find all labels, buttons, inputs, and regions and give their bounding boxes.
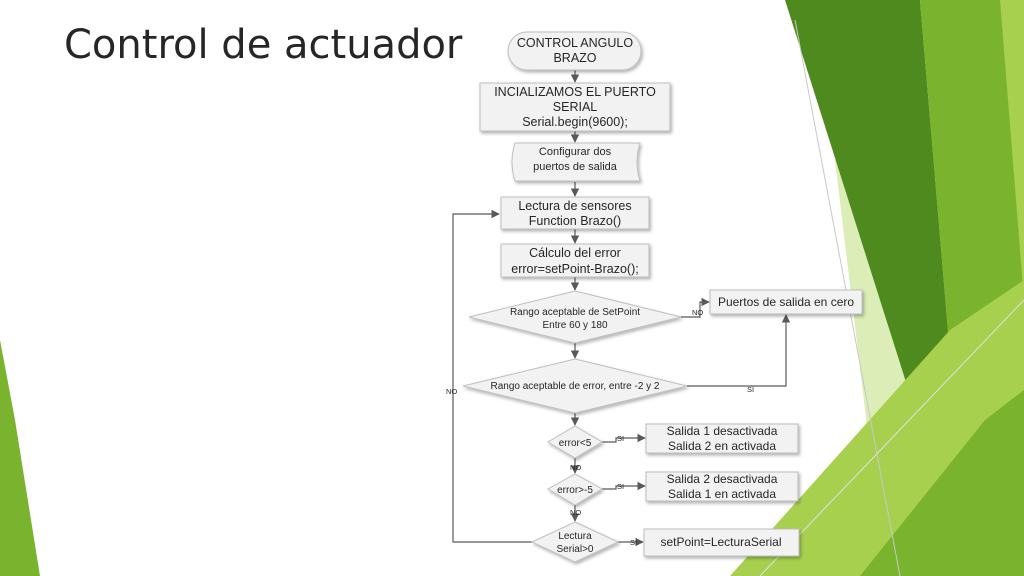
node-text-start-line-1: CONTROL ANGULO [517, 36, 634, 50]
green-shape-bottom-dark [860, 390, 1024, 576]
node-text-decision-serial-line-1: Lectura [558, 531, 592, 542]
flowchart [462, 31, 863, 563]
output-b-box [645, 471, 799, 502]
node-text-out-a-line-1: Salida 1 desactivada [667, 424, 778, 438]
node-text-decision-gt5-line-1: error>-5 [557, 485, 593, 496]
green-shape-dark [785, 0, 950, 420]
node-text-config-line-2: puertos de salida [533, 161, 618, 173]
label-si-serial: SI [630, 538, 637, 547]
setpoint-serial-box [643, 528, 800, 557]
zero-outputs-box [709, 289, 863, 315]
node-text-out-a-line-2: Salida 2 en activada [668, 439, 776, 453]
connector-no-zero [681, 297, 710, 318]
label-si-error-range: SI [747, 385, 754, 394]
label-no-setpoint: NO [692, 308, 703, 317]
node-text-config-line-1: Configurar dos [539, 146, 612, 158]
green-shape-left [0, 340, 40, 576]
node-text-decision-lt5-line-1: error<5 [559, 438, 592, 449]
init-process-box [479, 82, 671, 132]
connector-gt5-out-b [602, 481, 646, 491]
node-text-setpoint-box-line-1: setPoint=LecturaSerial [660, 535, 781, 549]
node-text-zero-outputs-line-1: Puertos de salida en cero [718, 295, 854, 309]
config-punched-card [511, 142, 641, 182]
node-text-decision-setpoint-line-2: Entre 60 y 180 [542, 320, 607, 331]
branch-labels: NO SI NO SI NO SI NO SI [446, 308, 754, 547]
decision-gt5-diamond [546, 473, 604, 506]
decision-serial-diamond [530, 521, 620, 563]
node-text-calc-line-1: Cálculo del error [529, 246, 621, 260]
label-no-gt5: NO [570, 508, 581, 517]
node-text-init-line-3: Serial.begin(9600); [522, 115, 628, 129]
node-text-read-line-2: Function Brazo() [529, 214, 621, 228]
calc-error-box [500, 243, 650, 278]
label-no-lt5: NO [570, 463, 581, 472]
node-text-calc-line-2: error=setPoint-Brazo(); [511, 262, 638, 276]
node-text-out-b-line-2: Salida 1 en activada [668, 487, 776, 501]
connector-lt5-out-a [602, 433, 646, 443]
node-text-decision-error-range-line-1: Rango aceptable de error, entre -2 y 2 [491, 381, 660, 392]
node-text-decision-serial-line-2: Serial>0 [557, 544, 594, 555]
output-a-box [645, 423, 799, 454]
node-text-init-line-2: SERIAL [553, 100, 598, 114]
connector-loop-back [452, 209, 532, 543]
slide-title: Control de actuador [64, 22, 463, 68]
connector-si-zero [687, 314, 791, 387]
flow-connectors [452, 70, 791, 547]
label-si-lt5: SI [617, 434, 624, 443]
label-no-loop: NO [446, 387, 457, 396]
node-text-start-line-2: BRAZO [553, 51, 596, 65]
decision-error-range-diamond [462, 358, 688, 414]
start-terminator [507, 31, 642, 71]
decision-lt5-diamond [547, 425, 603, 459]
node-text-read-line-1: Lectura de sensores [518, 199, 631, 213]
label-si-gt5: SI [617, 482, 624, 491]
decorative-line-2 [759, 299, 1024, 576]
read-sensors-box [500, 196, 650, 230]
decision-setpoint-diamond [468, 290, 682, 344]
node-text-init-line-1: INCIALIZAMOS EL PUERTO [494, 85, 656, 99]
node-text-out-b-line-1: Salida 2 desactivada [667, 472, 778, 486]
node-text-decision-setpoint-line-1: Rango aceptable de SetPoint [510, 307, 640, 318]
green-shape-mid [920, 0, 1024, 355]
